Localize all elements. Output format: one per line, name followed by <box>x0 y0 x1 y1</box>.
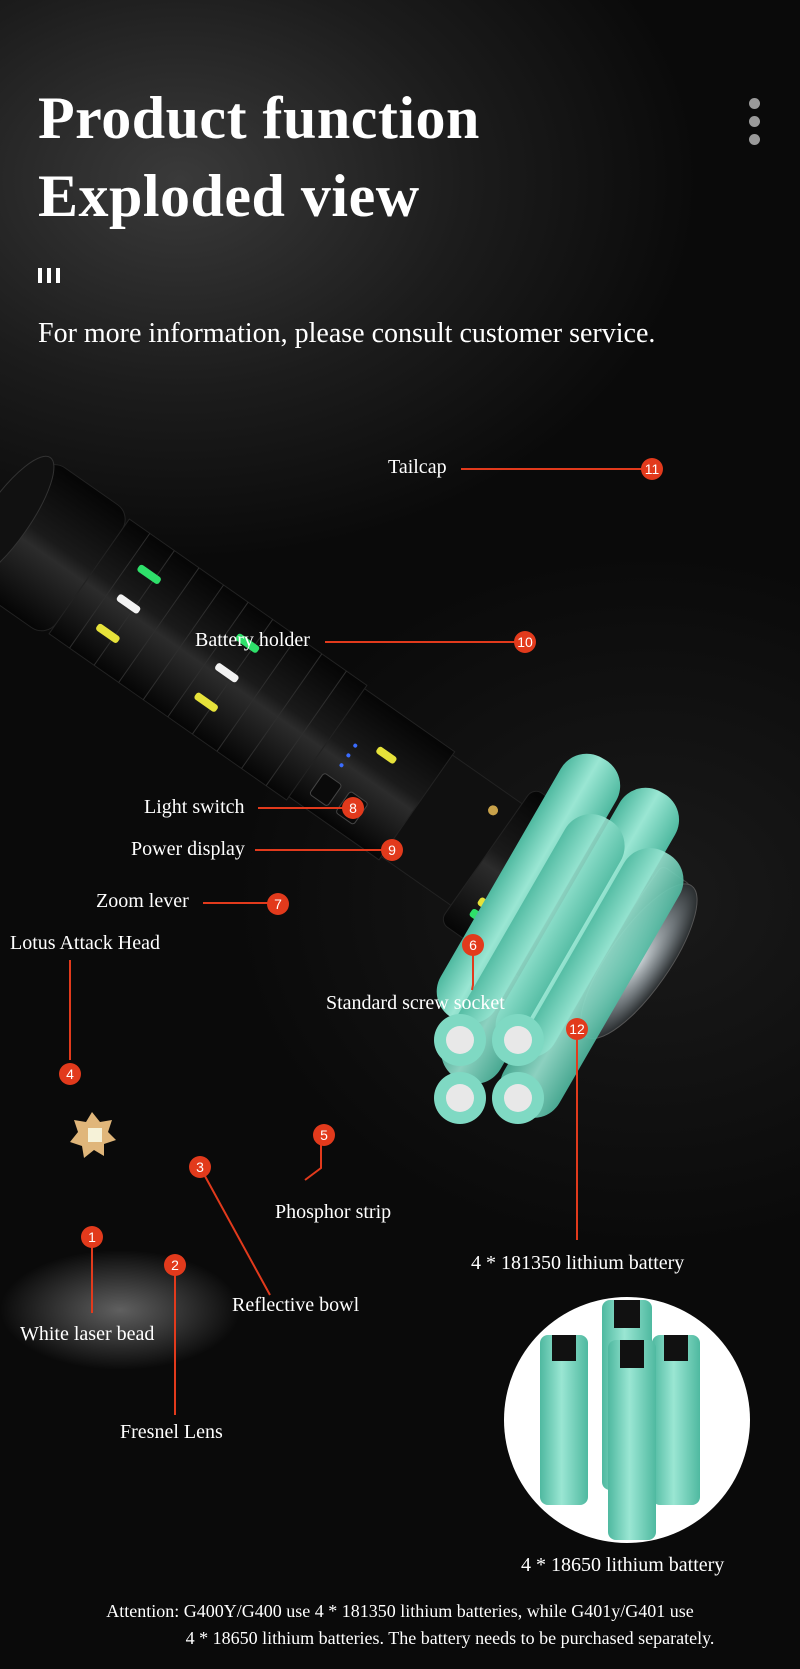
battery-181350-group <box>436 753 684 1118</box>
light-glow <box>0 1250 240 1370</box>
label-phosphor-strip: Phosphor strip <box>275 1201 392 1223</box>
label-reflective-bowl: Reflective bowl <box>232 1294 360 1316</box>
more-vertical-icon[interactable] <box>748 98 762 150</box>
attention-line-1: Attention: G400Y/G400 use 4 * 181350 lit… <box>106 1601 694 1621</box>
callout-badge-7: 7 <box>267 893 289 915</box>
battery-18650-group <box>540 1300 700 1540</box>
page-title-line-2: Exploded view <box>38 163 420 229</box>
label-battery-18650: 4 * 18650 lithium battery <box>521 1554 725 1576</box>
attention-line-2: 4 * 18650 lithium batteries. The battery… <box>185 1628 715 1648</box>
callout-badge-8: 8 <box>342 797 364 819</box>
label-battery-181350: 4 * 181350 lithium battery <box>471 1252 685 1274</box>
callout-badge-11: 11 <box>641 458 663 480</box>
callout-badge-5: 5 <box>313 1124 335 1146</box>
callout-badge-10: 10 <box>514 631 536 653</box>
callout-badge-4: 4 <box>59 1063 81 1085</box>
callout-badge-12: 12 <box>566 1018 588 1040</box>
label-zoom-lever: Zoom lever <box>96 890 189 912</box>
leader-lines <box>69 468 648 1415</box>
callout-badge-6: 6 <box>462 934 484 956</box>
callout-badge-2: 2 <box>164 1254 186 1276</box>
label-battery-holder: Battery holder <box>195 629 310 651</box>
label-screw-socket: Standard screw socket <box>326 992 505 1014</box>
callout-badge-3: 3 <box>189 1156 211 1178</box>
callout-badge-1: 1 <box>81 1226 103 1248</box>
label-tailcap: Tailcap <box>388 456 447 478</box>
label-power-display: Power display <box>131 838 245 860</box>
attention-note: Attention: G400Y/G400 use 4 * 181350 lit… <box>0 1598 800 1652</box>
callout-badge-9: 9 <box>381 839 403 861</box>
label-fresnel-lens: Fresnel Lens <box>120 1421 223 1443</box>
label-lotus-head: Lotus Attack Head <box>10 932 160 954</box>
label-white-laser-bead: White laser bead <box>20 1323 155 1345</box>
decorative-bars <box>38 268 60 283</box>
label-light-switch: Light switch <box>144 796 245 818</box>
page-subtitle: For more information, please consult cus… <box>38 318 656 349</box>
page-title-line-1: Product function <box>38 85 480 151</box>
